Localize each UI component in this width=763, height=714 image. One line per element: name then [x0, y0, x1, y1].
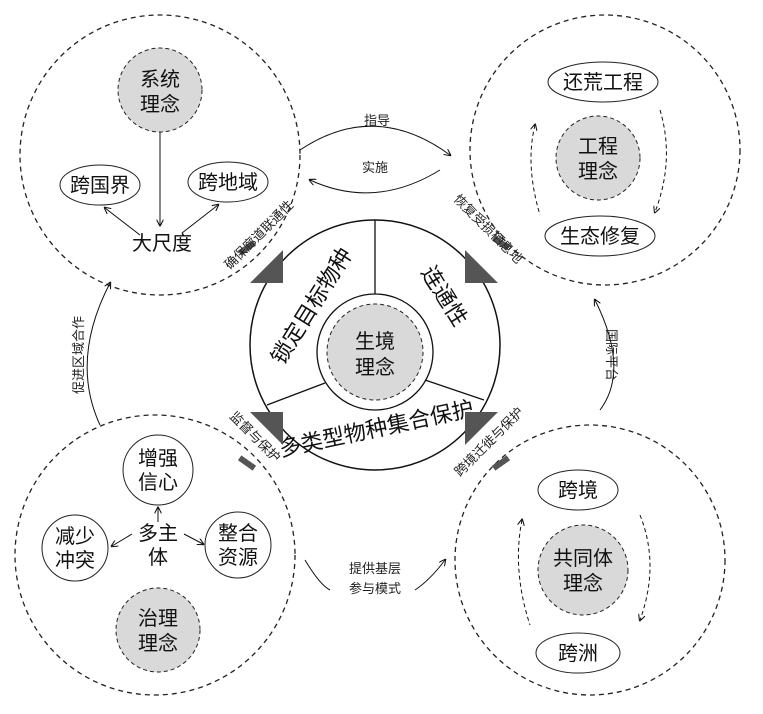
governance-concept-cluster: 增强 信心 减少 冲突 整合 资源 多主 体 治理 理念: [14, 414, 296, 696]
multi-stakeholder-label: 体: [148, 545, 168, 569]
center-title: 生境: [355, 329, 395, 353]
cluster-boundary: [454, 424, 726, 696]
guide-label: 指导: [364, 114, 390, 129]
grassroots-label: 提供基层: [349, 561, 401, 577]
international-platform-label: 国际平台: [603, 329, 618, 381]
center-title: 理念: [355, 355, 395, 379]
cross-border-node: [537, 469, 619, 511]
node-label: 资源: [218, 545, 258, 569]
node-label: 跨地域: [198, 170, 258, 194]
node-label: 还荒工程: [563, 70, 643, 94]
node-label: 跨洲: [558, 641, 598, 665]
engineering-concept-cluster: 还荒工程 工程 理念 生态修复: [469, 14, 741, 286]
concept-label: 治理: [138, 606, 178, 630]
wasteland-project-node: [547, 61, 659, 103]
concept-label: 共同体: [553, 546, 613, 570]
grassroots-label: 参与模式: [349, 581, 401, 597]
cross-region-node: [187, 161, 269, 203]
system-concept-cluster: 系统 理念 跨国界 跨地域 大尺度: [19, 14, 301, 296]
concept-label: 理念: [563, 571, 603, 595]
habitat-concept-wheel: 生境 理念 锁定目标物种 连通性 多类型物种集合保护: [249, 219, 501, 471]
node-label: 冲突: [55, 548, 95, 572]
node-label: 整合: [218, 521, 258, 545]
cluster-boundary: [19, 14, 301, 296]
concept-label: 理念: [578, 159, 618, 183]
cross-border-node: [59, 164, 141, 206]
concept-label: 系统: [140, 67, 180, 91]
node-label: 跨国界: [70, 173, 130, 197]
multi-stakeholder-label: 多主: [138, 521, 178, 545]
cluster-boundary: [14, 414, 296, 696]
node-label: 生态修复: [560, 224, 640, 248]
concept-label: 理念: [138, 631, 178, 655]
community-concept-node: [537, 524, 629, 616]
node-label: 减少: [55, 524, 95, 548]
implement-label: 实施: [362, 161, 388, 176]
habitat-concept-node: [326, 303, 424, 401]
node-label: 增强: [138, 446, 178, 470]
regional-cooperation-label: 促进区域合作: [72, 316, 87, 394]
governance-concept-node: [115, 587, 201, 673]
concept-label: 理念: [140, 92, 180, 116]
confidence-node: [122, 434, 194, 506]
connector-markers: [237, 235, 511, 471]
reduce-conflict-node: [41, 514, 109, 582]
large-scale-label: 大尺度: [132, 231, 192, 255]
cross-continent-node: [535, 632, 621, 674]
node-label: 信心: [138, 470, 178, 494]
node-label: 跨境: [558, 478, 598, 502]
cluster-boundary: [469, 14, 741, 286]
community-concept-cluster: 跨境 共同体 理念 跨洲: [454, 424, 726, 696]
engineering-concept-node: [555, 115, 641, 201]
concept-label: 工程: [578, 134, 618, 158]
ecological-restoration-node: [544, 215, 656, 257]
